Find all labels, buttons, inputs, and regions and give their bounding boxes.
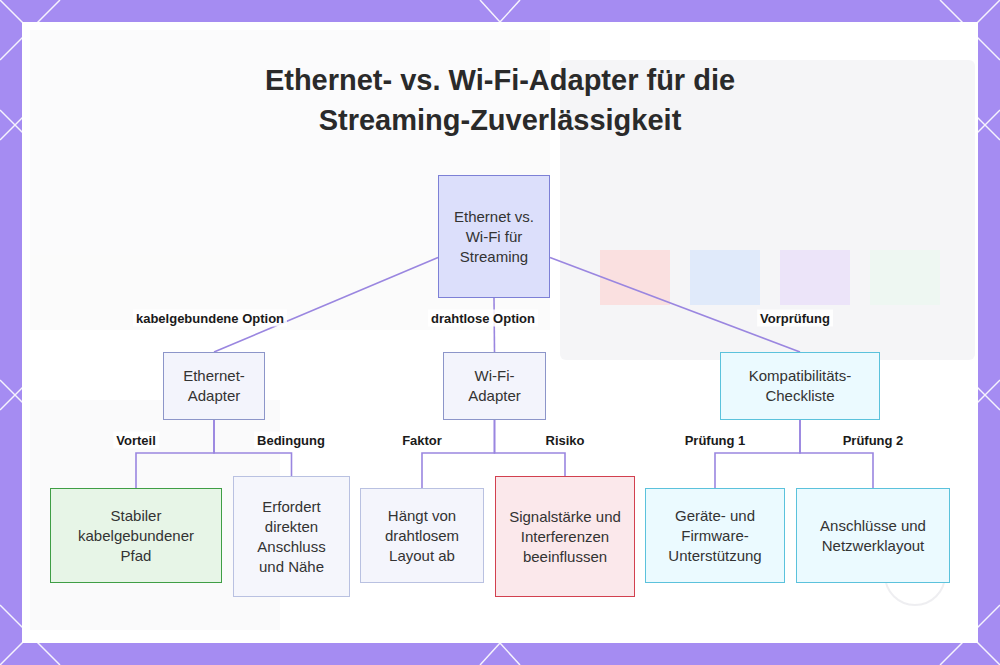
node-text: Ethernet vs. Wi-Fi für Streaming bbox=[449, 207, 539, 267]
check-box: Anschlüsse und Netzwerklayout bbox=[796, 488, 950, 583]
process-box: Ethernet-Adapter bbox=[163, 352, 265, 420]
node-text: Anschlüsse und Netzwerklayout bbox=[807, 516, 939, 556]
edge-label: Prüfung 1 bbox=[682, 432, 749, 449]
edge-label: Risiko bbox=[542, 432, 587, 449]
connector bbox=[550, 257, 800, 352]
edge-label: Bedingung bbox=[254, 432, 328, 449]
edge-label: kabelgebundene Option bbox=[133, 310, 287, 327]
node-text: Wi-Fi-Adapter bbox=[454, 366, 535, 406]
diagram-title: Ethernet- vs. Wi-Fi-Adapter für die Stre… bbox=[200, 60, 800, 140]
node-text: Ethernet-Adapter bbox=[174, 366, 254, 406]
edge-label: drahtlose Option bbox=[428, 310, 538, 327]
node-text: Erfordert direkten Anschluss und Nähe bbox=[244, 497, 339, 577]
node-text: Kompatibilitäts-Checkliste bbox=[731, 366, 869, 406]
risk-box: Signalstärke und Interferenzen beeinflus… bbox=[495, 476, 635, 597]
node-text: Stabiler kabelgebundener Pfad bbox=[61, 506, 211, 566]
check-box: Geräte- und Firmware-Unterstützung bbox=[645, 488, 785, 583]
check-box: Kompatibilitäts-Checkliste bbox=[720, 352, 880, 420]
connector bbox=[422, 420, 495, 488]
white-card bbox=[22, 22, 978, 643]
edge-label: Prüfung 2 bbox=[840, 432, 907, 449]
node-text: Hängt von drahtlosem Layout ab bbox=[371, 506, 473, 566]
connector bbox=[214, 257, 438, 352]
faded-photo bbox=[30, 30, 975, 630]
connector bbox=[136, 420, 214, 488]
root-box: Ethernet vs. Wi-Fi für Streaming bbox=[438, 175, 550, 298]
edge-label: Faktor bbox=[399, 432, 445, 449]
process-box: Wi-Fi-Adapter bbox=[443, 352, 546, 420]
node-text: Geräte- und Firmware-Unterstützung bbox=[656, 506, 774, 566]
condition-box: Erfordert direkten Anschluss und Nähe bbox=[233, 476, 350, 597]
edge-label: Vorteil bbox=[113, 432, 159, 449]
edge-label: Vorprüfung bbox=[757, 310, 833, 327]
connector bbox=[715, 420, 800, 488]
advantage-box: Stabiler kabelgebundener Pfad bbox=[50, 488, 222, 583]
connector bbox=[800, 420, 873, 488]
node-text: Signalstärke und Interferenzen beeinflus… bbox=[506, 507, 624, 567]
factor-box: Hängt von drahtlosem Layout ab bbox=[360, 488, 484, 583]
